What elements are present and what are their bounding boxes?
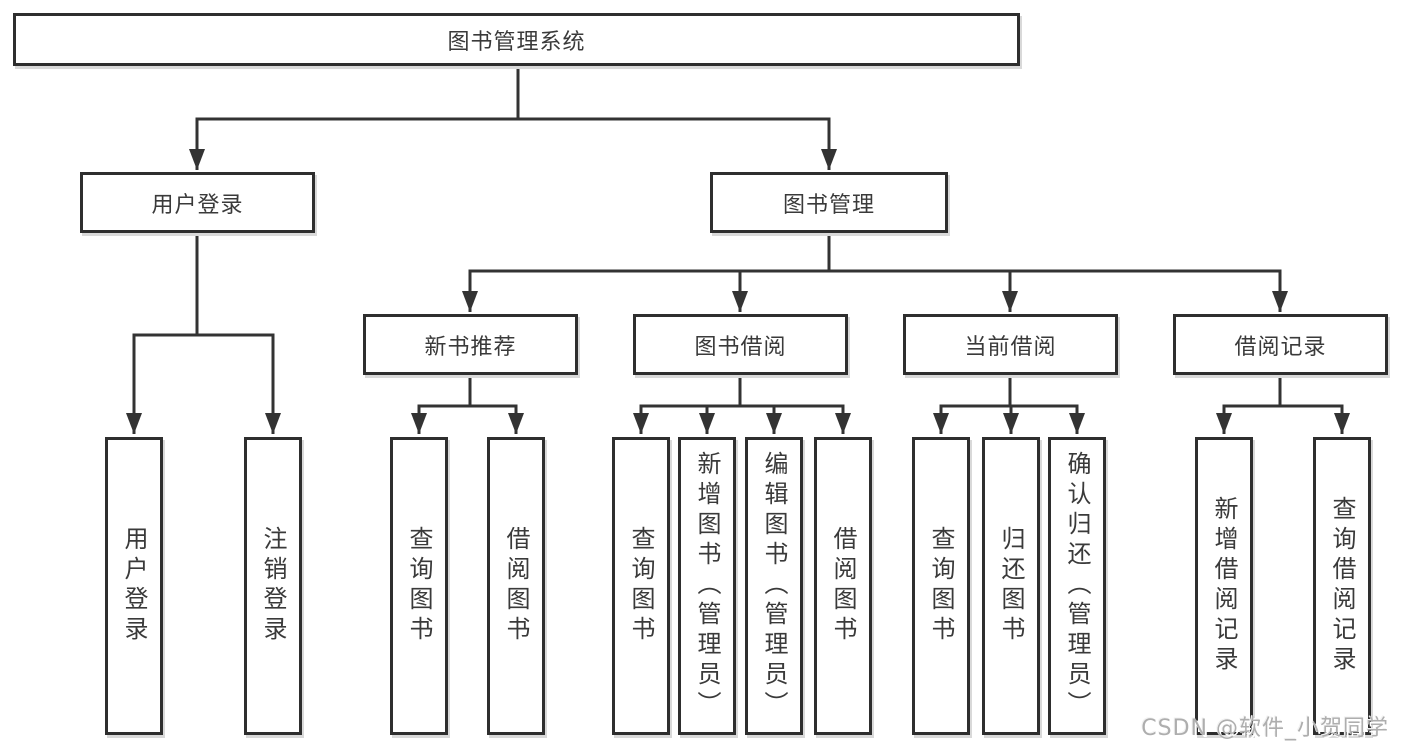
node-root: 图书管理系统 [13,13,1020,66]
node-leaf-rc-query-label: 查询借阅记录 [1328,496,1356,676]
connector-record-children [1216,404,1350,434]
node-leaf-nb-query-label: 查询图书 [405,526,433,646]
node-new-book-rec-label: 新书推荐 [424,334,517,360]
connector-borrow-children [633,404,851,434]
node-leaf-cu-return: 归还图书 [982,437,1040,735]
node-leaf-logout: 注销登录 [244,437,302,735]
node-leaf-cu-confirm: 确认归还（管理员） [1048,437,1106,735]
node-book-borrow-label: 图书借阅 [694,334,787,360]
connector-root-children [189,117,837,170]
node-user-login-module: 用户登录 [80,172,315,233]
node-leaf-cu-confirm-label: 确认归还（管理员） [1063,451,1091,721]
node-root-label: 图书管理系统 [447,29,586,55]
node-borrow-record: 借阅记录 [1173,314,1388,375]
node-current-borrow-label: 当前借阅 [964,334,1057,360]
node-leaf-bw-borrow: 借阅图书 [814,437,872,735]
node-leaf-bw-add: 新增图书（管理员） [678,437,736,735]
node-book-mgmt-module: 图书管理 [710,172,948,233]
node-new-book-rec: 新书推荐 [363,314,578,375]
csdn-watermark: CSDN @软件_小贺同学 [1141,716,1389,741]
node-leaf-cu-query-label: 查询图书 [927,526,955,646]
node-leaf-bw-borrow-label: 借阅图书 [829,526,857,646]
node-book-borrow: 图书借阅 [633,314,848,375]
node-leaf-login: 用户登录 [105,437,163,735]
node-leaf-logout-label: 注销登录 [259,526,287,646]
connector-bookmgmt-children [462,269,1288,312]
node-leaf-nb-borrow: 借阅图书 [487,437,545,735]
node-leaf-rc-add: 新增借阅记录 [1195,437,1253,735]
connector-userlogin-children [126,333,281,434]
node-borrow-record-label: 借阅记录 [1234,334,1327,360]
connector-current-children [933,404,1085,434]
node-leaf-nb-query: 查询图书 [390,437,448,735]
node-leaf-bw-query: 查询图书 [612,437,670,735]
node-leaf-cu-query: 查询图书 [912,437,970,735]
node-leaf-bw-edit: 编辑图书（管理员） [745,437,803,735]
node-leaf-rc-query: 查询借阅记录 [1313,437,1371,735]
node-leaf-bw-query-label: 查询图书 [627,526,655,646]
node-current-borrow: 当前借阅 [903,314,1118,375]
node-user-login-module-label: 用户登录 [151,192,244,218]
node-leaf-bw-add-label: 新增图书（管理员） [693,451,721,721]
node-book-mgmt-module-label: 图书管理 [782,192,875,218]
node-leaf-cu-return-label: 归还图书 [997,526,1025,646]
node-leaf-rc-add-label: 新增借阅记录 [1210,496,1238,676]
node-leaf-nb-borrow-label: 借阅图书 [502,526,530,646]
node-leaf-bw-edit-label: 编辑图书（管理员） [760,451,788,721]
connector-newbook-children [411,404,524,434]
node-leaf-login-label: 用户登录 [120,526,148,646]
